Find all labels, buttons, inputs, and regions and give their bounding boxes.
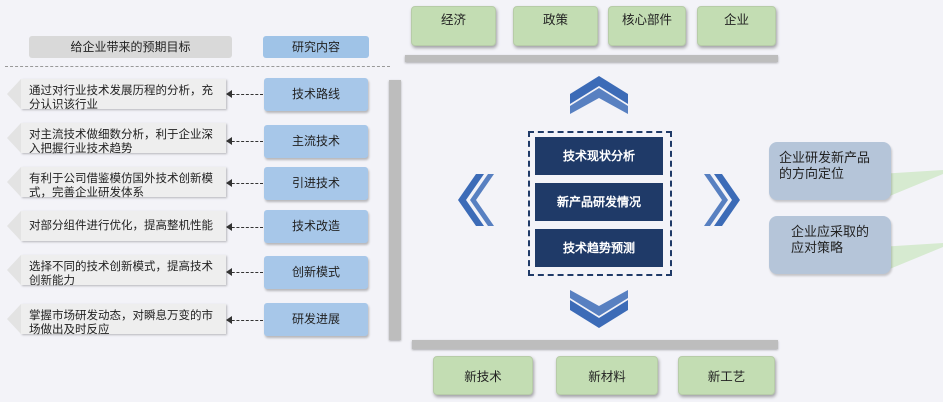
header-separator [5,66,390,67]
chevron-down-icon [570,290,628,328]
goal-box: 对主流技术做细数分析，利于企业深入把握行业技术趋势 [7,123,226,155]
goal-box: 通过对行业技术发展历程的分析，充分认识该行业 [7,79,226,111]
current-tech-analysis-box[interactable]: 技术现状分析 [535,137,663,175]
bottom-divider-bar [412,340,778,349]
tech-trend-forecast-box[interactable]: 技术趋势预测 [535,229,663,267]
dashed-arrow [226,90,263,98]
chevron-left-icon [458,174,494,226]
dashed-arrow [226,137,263,145]
tab-new-technology[interactable]: 新技术 [433,356,533,395]
pointer-shape [880,170,943,200]
response-strategy-box[interactable]: 企业应采取的应对策略 [769,216,891,274]
dashed-arrow [226,179,263,187]
topic-tech-upgrade-button[interactable]: 技术改造 [264,210,368,243]
goal-box: 选择不同的技术创新模式，提高技术创新能力 [7,255,226,287]
topic-tech-roadmap-button[interactable]: 技术路线 [264,78,368,111]
dashed-arrow [226,316,263,324]
vertical-divider-bar [389,80,401,340]
goal-box: 有利于公司借鉴模仿国外技术创新模式，完善企业研发体系 [7,167,226,199]
research-header: 研究内容 [263,36,369,58]
top-divider-bar [405,55,778,62]
tab-new-process[interactable]: 新工艺 [678,356,775,395]
tab-enterprise[interactable]: 企业 [697,6,776,46]
dashed-arrow [226,268,263,276]
product-direction-box[interactable]: 企业研发新产品的方向定位 [769,142,891,200]
goal-box: 掌握市场研发动态，对瞬息万变的市场做出及时反应 [7,304,226,336]
dashed-arrow [226,223,263,231]
new-product-rd-box[interactable]: 新产品研发情况 [535,183,663,221]
topic-rd-progress-button[interactable]: 研发进展 [264,303,368,336]
tab-economy[interactable]: 经济 [411,6,496,46]
chevron-up-icon [570,76,628,114]
chevron-right-icon [704,174,740,226]
tab-core-components[interactable]: 核心部件 [608,6,686,46]
core-analysis-frame [528,131,672,276]
tab-policy[interactable]: 政策 [513,6,598,46]
topic-innovation-mode-button[interactable]: 创新模式 [264,256,368,289]
topic-introduced-tech-button[interactable]: 引进技术 [264,167,368,200]
goal-box: 对部分组件进行优化，提高整机性能 [7,211,226,241]
pointer-shape [880,243,943,273]
tab-new-materials[interactable]: 新材料 [556,356,658,395]
topic-mainstream-tech-button[interactable]: 主流技术 [264,125,368,158]
goals-header: 给企业带来的预期目标 [29,36,232,58]
